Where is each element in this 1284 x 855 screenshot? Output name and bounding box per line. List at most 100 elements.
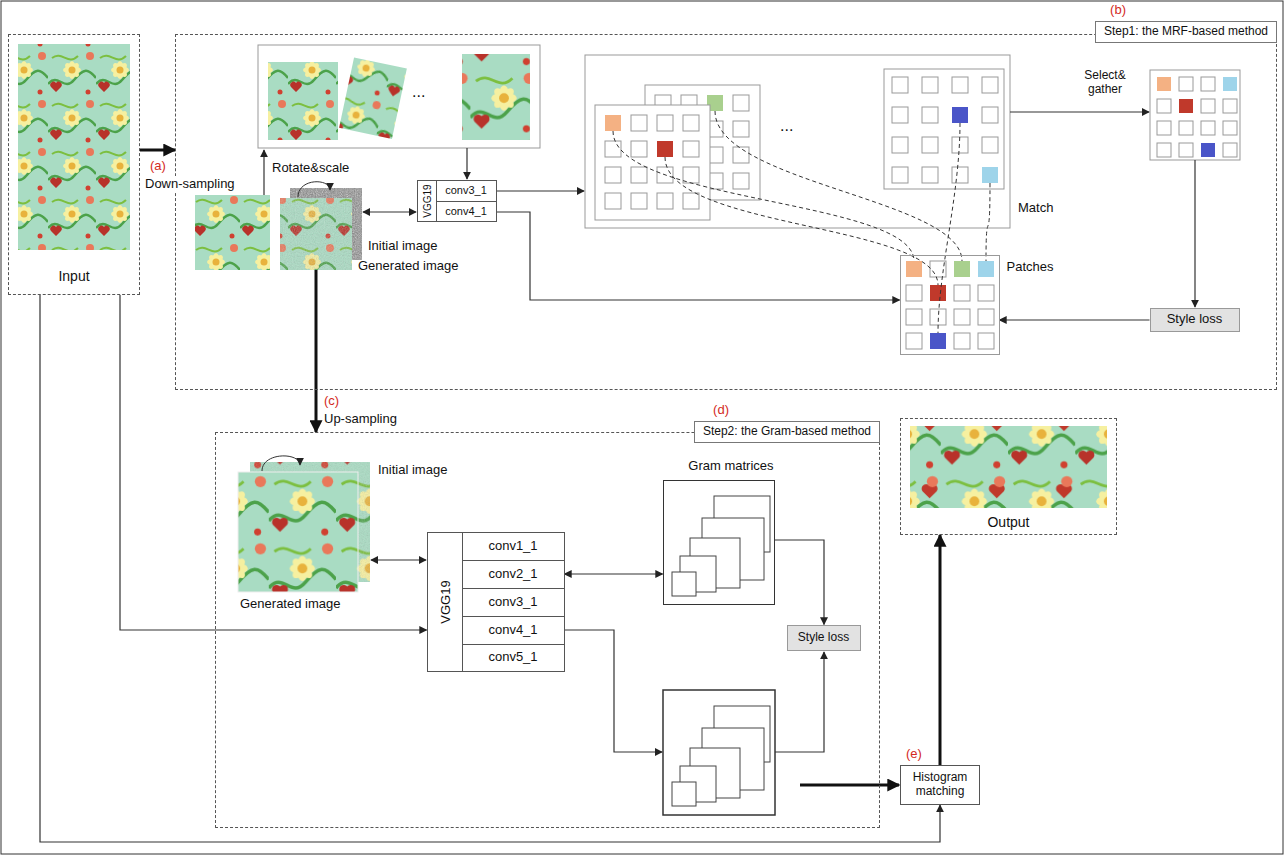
patch-cell xyxy=(978,285,994,301)
connector xyxy=(497,212,900,300)
layer-cell: conv2_1 xyxy=(462,560,565,589)
connector xyxy=(939,535,942,765)
annotation-label: ... xyxy=(780,116,793,135)
node-text: VGG19 xyxy=(438,580,453,623)
arrow xyxy=(565,630,662,752)
connector xyxy=(1000,319,1150,320)
node-text: Style loss xyxy=(798,631,849,645)
patch-cell xyxy=(683,141,699,157)
arrow xyxy=(363,211,416,212)
patch-cell xyxy=(605,193,621,209)
patch-cell xyxy=(922,77,938,93)
arrow xyxy=(775,652,824,752)
patch-cell xyxy=(892,137,908,153)
match-line xyxy=(613,131,914,261)
patch-cell xyxy=(1179,143,1193,157)
patch-cell xyxy=(733,147,749,163)
patch-cell xyxy=(733,121,749,137)
patch-cell xyxy=(657,193,673,209)
patch-cell xyxy=(952,77,968,93)
patch-cell xyxy=(1201,77,1215,91)
pattern-image xyxy=(18,44,130,250)
pattern-image xyxy=(462,54,530,140)
node-text: conv3_1 xyxy=(488,595,537,610)
annotation-label: ... xyxy=(412,82,425,101)
patch-cell xyxy=(1157,99,1171,113)
arrow xyxy=(466,148,467,179)
annotation-label: Match xyxy=(1018,200,1053,216)
patch-cell xyxy=(982,137,998,153)
gram-matrix-box xyxy=(663,690,775,815)
arrow xyxy=(1010,111,1149,112)
patch-cell xyxy=(657,141,673,157)
patch-cell xyxy=(978,309,994,325)
node-text: (d) xyxy=(713,403,729,418)
patch-cell xyxy=(930,285,946,301)
patch-cell xyxy=(952,107,968,123)
rotate-panel xyxy=(258,45,540,148)
thick-arrow xyxy=(800,784,899,787)
patch-cell xyxy=(952,167,968,183)
patch-cell xyxy=(1179,121,1193,135)
patch-grid xyxy=(595,105,710,220)
candidate-frame xyxy=(585,55,1010,228)
patch-cell xyxy=(906,285,922,301)
pattern-image xyxy=(280,198,352,270)
patch-cell xyxy=(982,77,998,93)
match-line xyxy=(938,123,960,333)
annotation-label: Rotate&scale xyxy=(272,160,349,176)
annotation-label: Initial image xyxy=(378,462,447,478)
patch-cell xyxy=(1223,121,1237,135)
patch-cell xyxy=(1157,121,1171,135)
connector xyxy=(565,573,663,574)
patch-cell xyxy=(922,137,938,153)
connector xyxy=(775,540,825,625)
loop-arrow xyxy=(262,456,300,471)
patch-cell xyxy=(1223,77,1237,91)
patch-cell xyxy=(1179,77,1193,91)
loss-box: Style loss xyxy=(787,625,861,651)
node-text: conv4_1 xyxy=(445,205,487,218)
patch-cell xyxy=(906,333,922,349)
patch-cell xyxy=(978,261,994,277)
match-line xyxy=(986,183,990,261)
patch-cell xyxy=(1223,143,1237,157)
patch-cell xyxy=(892,167,908,183)
input-panel: Input xyxy=(8,34,140,295)
patch-cell xyxy=(1223,99,1237,113)
patch-cell xyxy=(657,115,673,131)
patch-cell xyxy=(733,95,749,111)
patch-cell xyxy=(605,167,621,183)
annotation-label: Generated image xyxy=(240,596,340,612)
patch-cell xyxy=(605,141,621,157)
arrow xyxy=(497,190,584,191)
patch-cell xyxy=(892,107,908,123)
node-text: conv3_1 xyxy=(445,184,487,197)
annotation-label: (e) xyxy=(906,746,922,762)
layer-cell: conv4_1 xyxy=(462,616,565,645)
patch-cell xyxy=(930,261,946,277)
match-line xyxy=(665,157,938,285)
patch-cell xyxy=(1201,99,1215,113)
patch-cell xyxy=(683,193,699,209)
patch-cell xyxy=(631,167,647,183)
node-text: conv4_1 xyxy=(488,623,537,638)
patch-cell xyxy=(906,309,922,325)
node-text: conv5_1 xyxy=(488,650,537,665)
thick-arrow-stem xyxy=(315,270,318,390)
histogram-box: Histogram matching xyxy=(900,765,980,805)
layer-cell: conv5_1 xyxy=(462,644,565,672)
annotation-label: Down-sampling xyxy=(143,176,237,192)
patch-cell xyxy=(954,309,970,325)
node-text: conv1_1 xyxy=(488,539,537,554)
connector xyxy=(140,149,175,152)
layer-cell: conv4_1 xyxy=(436,201,497,222)
pattern-image xyxy=(195,195,270,270)
layer-cell: conv3_1 xyxy=(462,588,565,617)
pattern-image xyxy=(339,57,407,139)
match-line xyxy=(715,111,962,261)
patch-cell xyxy=(906,261,922,277)
